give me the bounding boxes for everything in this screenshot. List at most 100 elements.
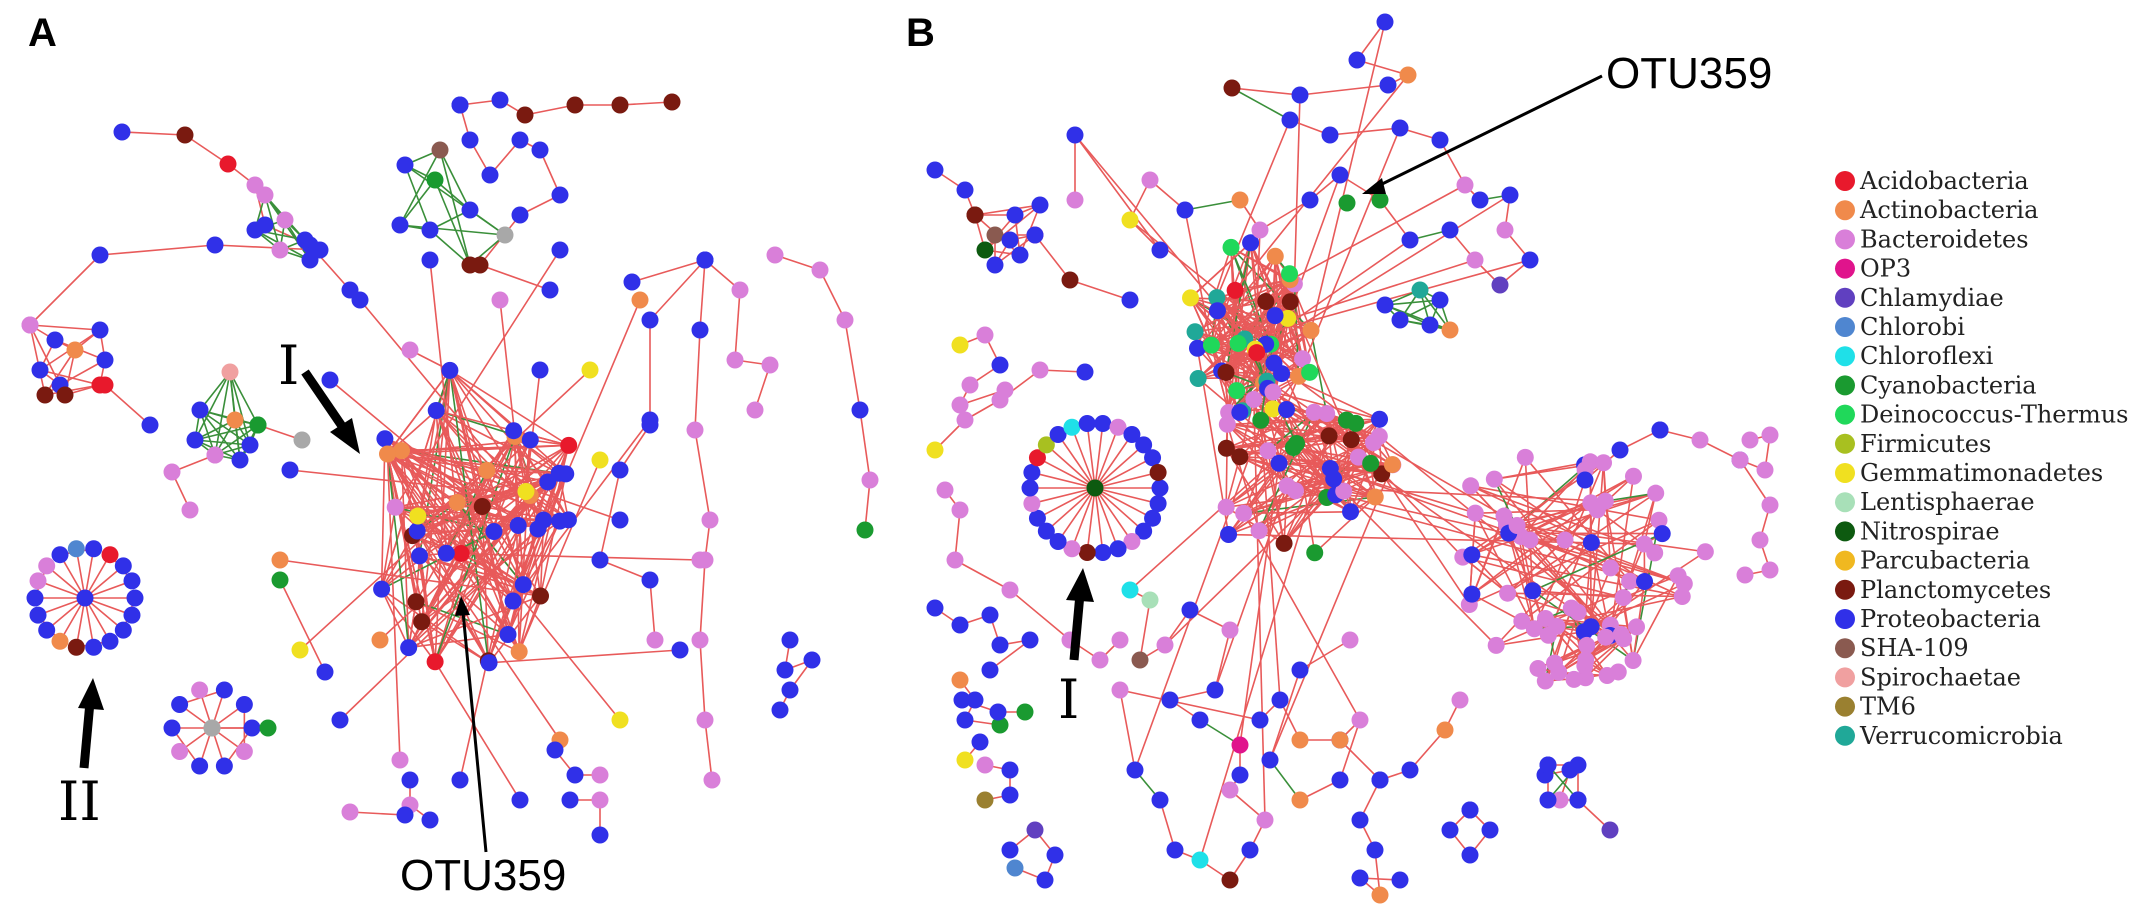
network-node bbox=[731, 281, 749, 299]
network-node bbox=[532, 587, 550, 605]
legend-swatch bbox=[1835, 258, 1855, 279]
network-edge bbox=[381, 588, 490, 664]
network-node bbox=[311, 241, 329, 259]
network-edge bbox=[1356, 59, 1409, 76]
network-node bbox=[1565, 670, 1583, 688]
network-edge bbox=[1409, 729, 1446, 771]
network-node bbox=[1351, 869, 1369, 887]
network-node bbox=[1731, 451, 1749, 469]
network-node bbox=[29, 606, 47, 624]
legend-label: Chlamydiae bbox=[1860, 284, 2004, 312]
network-node bbox=[1131, 651, 1149, 669]
network-edge bbox=[194, 439, 251, 446]
network-edge bbox=[1293, 94, 1301, 284]
network-node bbox=[1569, 756, 1587, 774]
network-edge bbox=[1335, 493, 1522, 538]
panel-a-nodes bbox=[21, 91, 879, 844]
network-edge bbox=[386, 453, 419, 517]
network-node bbox=[1006, 859, 1024, 877]
network-edge bbox=[434, 481, 549, 663]
network-edge bbox=[404, 164, 431, 231]
network-node bbox=[1524, 582, 1542, 600]
network-edge bbox=[434, 179, 471, 266]
network-node bbox=[926, 161, 944, 179]
panel-a-arrow-2 bbox=[78, 678, 104, 769]
network-node bbox=[1635, 535, 1653, 553]
network-edge bbox=[1225, 456, 1241, 508]
network-edge bbox=[1031, 487, 1096, 505]
network-node bbox=[376, 430, 394, 448]
network-node bbox=[1525, 620, 1543, 638]
network-node bbox=[1086, 479, 1104, 497]
network-node bbox=[1513, 612, 1531, 630]
network-node bbox=[1366, 841, 1384, 859]
legend-swatch bbox=[1835, 521, 1855, 542]
network-node bbox=[1037, 522, 1055, 540]
network-node bbox=[1166, 841, 1184, 859]
network-node bbox=[1736, 566, 1754, 584]
network-node bbox=[1248, 344, 1266, 362]
network-node bbox=[441, 361, 459, 379]
network-edge bbox=[1632, 520, 1660, 661]
network-node bbox=[1302, 321, 1320, 339]
network-node bbox=[1431, 291, 1449, 309]
network-node bbox=[1021, 479, 1039, 497]
network-node bbox=[176, 126, 194, 144]
network-node bbox=[641, 311, 659, 329]
network-node bbox=[1376, 296, 1394, 314]
network-edge bbox=[446, 552, 701, 561]
network-edge bbox=[1507, 500, 1606, 594]
network-node bbox=[966, 691, 984, 709]
legend-label: Deinococcus-Thermus bbox=[1860, 401, 2129, 429]
network-edge bbox=[1471, 554, 1509, 594]
network-edge bbox=[479, 264, 551, 291]
network-node bbox=[1391, 311, 1409, 329]
network-node bbox=[703, 771, 721, 789]
network-node bbox=[1121, 291, 1139, 309]
network-node bbox=[566, 766, 584, 784]
network-node bbox=[1331, 166, 1349, 184]
network-node bbox=[191, 401, 209, 419]
network-edge bbox=[1226, 424, 1260, 531]
network-node bbox=[1471, 191, 1489, 209]
network-node bbox=[1651, 421, 1669, 439]
legend-swatch bbox=[1835, 725, 1855, 746]
network-node bbox=[171, 743, 189, 761]
legend-swatch bbox=[1835, 404, 1855, 425]
network-edge bbox=[384, 438, 490, 664]
network-node bbox=[1366, 488, 1384, 506]
network-edge bbox=[1253, 399, 1266, 821]
network-node bbox=[1111, 631, 1129, 649]
network-node bbox=[1094, 414, 1112, 432]
panel-a-label: A bbox=[28, 11, 57, 55]
network-edge bbox=[1225, 424, 1229, 508]
network-edge bbox=[1339, 739, 1381, 781]
network-edge bbox=[1119, 689, 1261, 721]
network-edge bbox=[380, 438, 386, 590]
network-node bbox=[953, 691, 971, 709]
legend-label: Gemmatimonadetes bbox=[1860, 459, 2103, 487]
network-edge bbox=[1057, 487, 1096, 542]
legend-label: Acidobacteria bbox=[1859, 167, 2029, 195]
network-node bbox=[481, 166, 499, 184]
legend-label: TM6 bbox=[1860, 693, 1916, 721]
network-node bbox=[557, 465, 575, 483]
network-edge bbox=[1190, 297, 1303, 360]
network-edge bbox=[449, 369, 570, 447]
network-node bbox=[1006, 206, 1024, 224]
network-node bbox=[1696, 543, 1714, 561]
network-edge bbox=[1286, 408, 1393, 466]
network-edge bbox=[1739, 459, 1771, 506]
network-edge bbox=[1045, 487, 1096, 532]
network-node bbox=[101, 546, 119, 564]
network-node bbox=[461, 256, 479, 274]
network-node bbox=[976, 241, 994, 259]
network-edge bbox=[1189, 297, 1274, 410]
legend-label: Spirochaetae bbox=[1860, 663, 2021, 691]
network-edge bbox=[29, 324, 101, 331]
network-node bbox=[1001, 786, 1019, 804]
network-edge bbox=[121, 131, 186, 136]
network-node bbox=[1521, 531, 1539, 549]
network-node bbox=[1264, 383, 1282, 401]
network-node bbox=[1291, 731, 1309, 749]
